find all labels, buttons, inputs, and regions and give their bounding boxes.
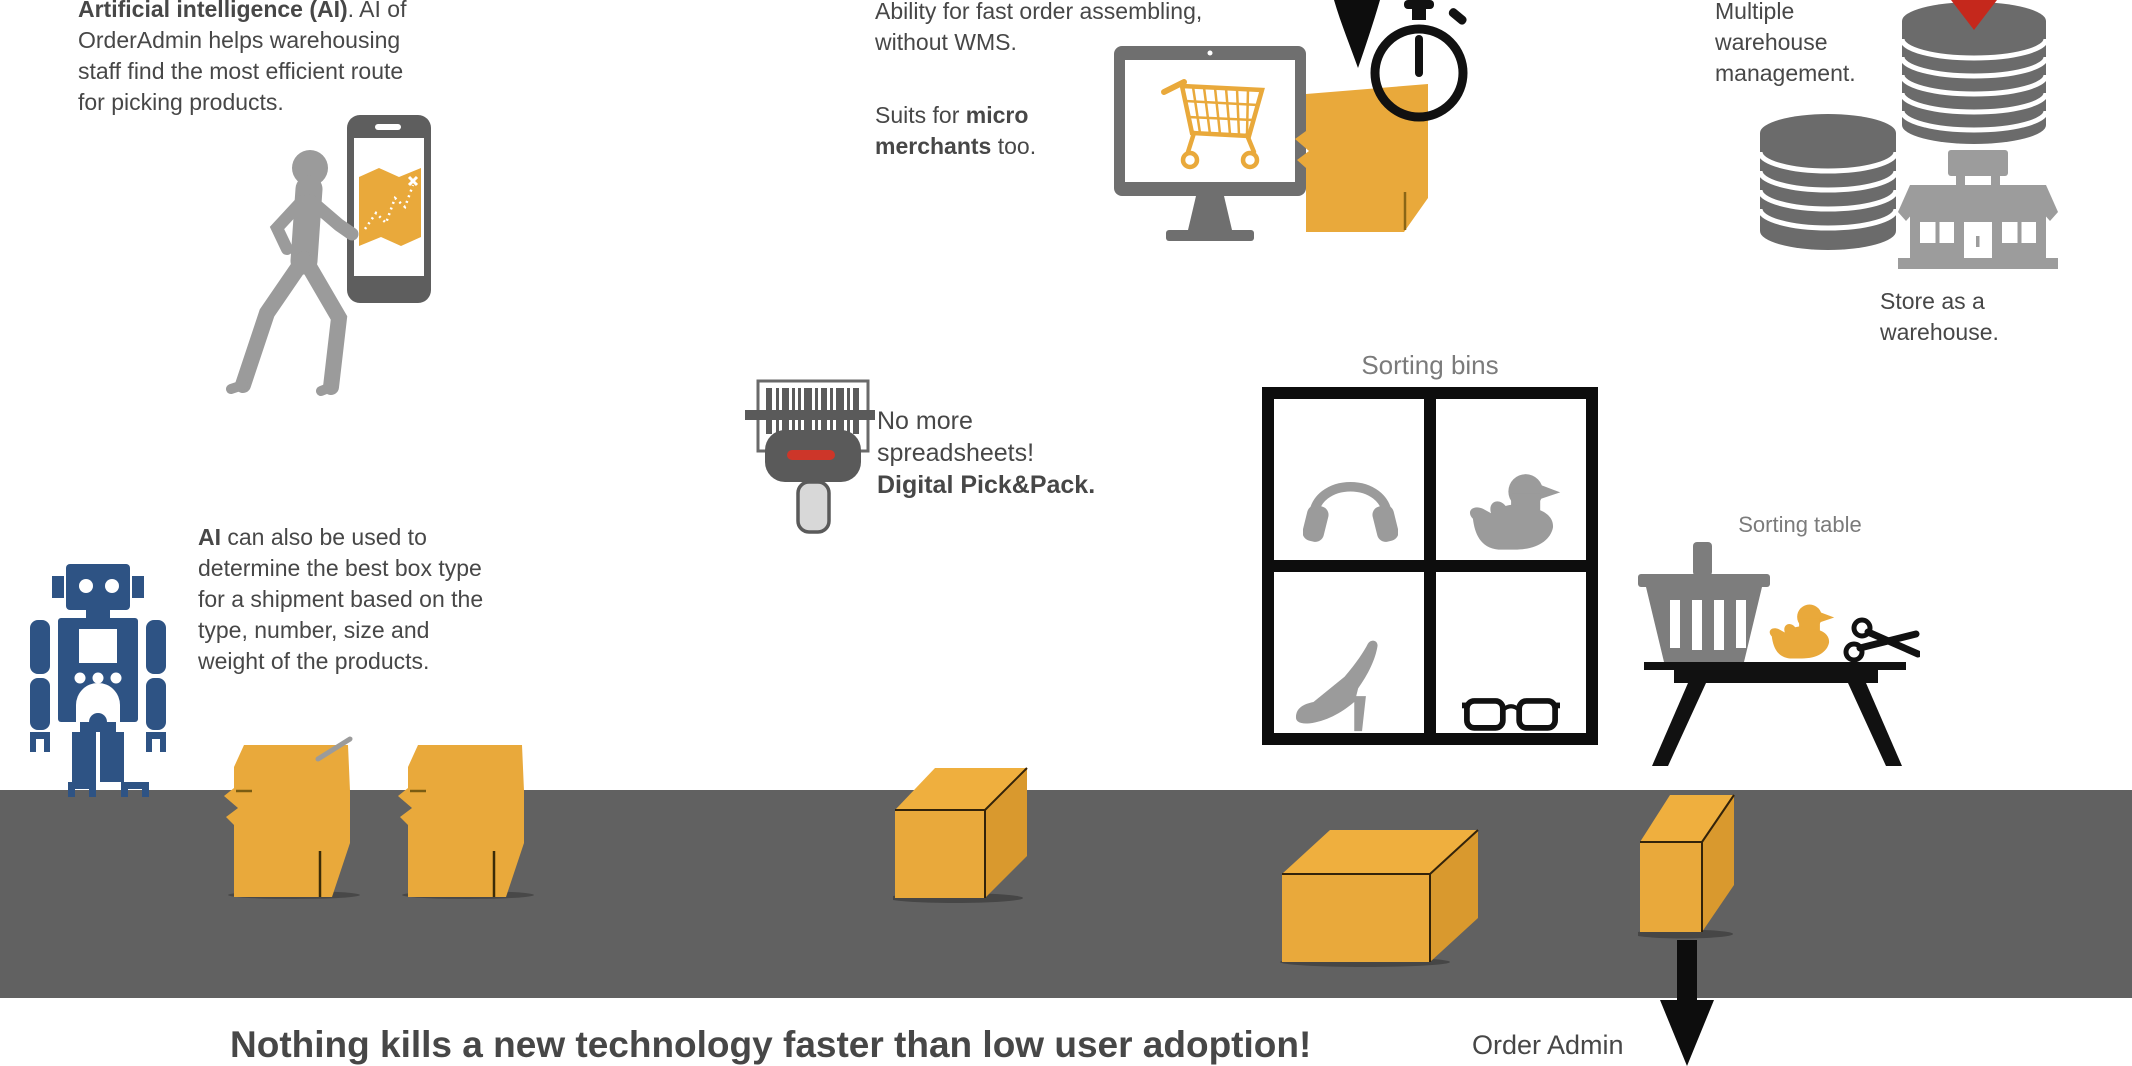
bin-cell-glasses	[1436, 572, 1586, 733]
package-bag-icon	[1295, 84, 1428, 232]
fast-order-text: Ability for fast order assembling, witho…	[875, 0, 1202, 58]
ai-packing-line3: for a shipment based on the	[198, 586, 484, 612]
table-icon	[1644, 662, 1906, 766]
walking-person-icon	[226, 150, 359, 396]
rubber-duck-orange-icon	[1769, 604, 1835, 659]
scissors-icon	[1843, 617, 1920, 663]
bin-cell-duck	[1436, 399, 1586, 560]
ai-packing-line5: weight of the products.	[198, 648, 430, 674]
store-icon	[1898, 150, 2058, 269]
robot-icon	[30, 564, 166, 797]
down-arrow-icon	[1334, 0, 1380, 68]
black-down-arrow-icon	[1660, 940, 1714, 1066]
barcode-scanner-icon	[745, 379, 875, 534]
cardboard-box-small-icon	[1638, 794, 1735, 939]
store-as-warehouse-text: Store as a warehouse.	[1880, 286, 1999, 348]
shopping-basket-icon	[1638, 542, 1770, 662]
open-box-icon	[224, 736, 360, 899]
ai-route-line2: OrderAdmin helps warehousing	[78, 27, 401, 53]
multi-warehouse-line1: Multiple	[1715, 0, 1795, 24]
ai-packing-line4: type, number, size and	[198, 617, 430, 643]
ai-packing-line2: determine the best box type	[198, 555, 482, 581]
cardboard-box-icon	[893, 767, 1028, 903]
sorting-table	[1638, 542, 1920, 766]
micro-merchants-line2: merchants too.	[875, 133, 1037, 159]
bin-cell-heel	[1274, 572, 1424, 733]
red-down-arrow-icon	[1951, 0, 1997, 30]
open-box-icon	[398, 745, 534, 899]
headphones-icon	[1303, 482, 1398, 542]
footer-headline: Nothing kills a new technology faster th…	[230, 1024, 1312, 1065]
smartphone-map-icon	[347, 115, 431, 303]
sorting-bins-label: Sorting bins	[1361, 350, 1499, 380]
barcode-icon	[745, 388, 875, 434]
shopping-cart-icon	[1161, 79, 1265, 170]
high-heel-shoe-icon	[1295, 640, 1378, 732]
ai-route-line1: Artificial intelligence (AI). AI of	[78, 0, 407, 22]
micro-merchants-line1: Suits for micro	[875, 102, 1029, 128]
ai-packing-line1: AI can also be used to	[198, 524, 427, 550]
pick-pack-line1: No more	[877, 407, 973, 435]
bin-cell-headphones	[1274, 399, 1424, 560]
rubber-duck-icon	[1469, 474, 1561, 550]
database-stack-short-icon	[1758, 114, 1898, 250]
micro-merchants-text: Suits for micro merchants too.	[875, 100, 1036, 162]
multi-warehouse-line3: management.	[1715, 60, 1856, 86]
glasses-icon	[1462, 698, 1560, 731]
store-text-line2: warehouse.	[1880, 319, 1999, 345]
cardboard-box-wide-icon	[1280, 829, 1479, 967]
ai-packing-text: AI can also be used to determine the bes…	[198, 522, 483, 677]
ai-route-line3: staff find the most efficient route	[78, 58, 404, 84]
stopwatch-icon	[1370, 0, 1468, 122]
fast-order-line1: Ability for fast order assembling,	[875, 0, 1203, 24]
pick-pack-line3: Digital Pick&Pack.	[877, 471, 1096, 499]
ai-route-line4: for picking products.	[78, 89, 284, 115]
multi-warehouse-text: Multiple warehouse management.	[1715, 0, 1856, 89]
database-stack-tall-icon	[1900, 0, 2048, 144]
multi-warehouse-line2: warehouse	[1715, 29, 1828, 55]
walking-person-with-phone	[226, 115, 431, 396]
pick-pack-line2: spreadsheets!	[877, 439, 1035, 467]
sorting-bins-grid	[1262, 387, 1598, 745]
conveyor-belt	[0, 790, 2132, 998]
brand-name: Order Admin	[1472, 1030, 1624, 1060]
sorting-table-label: Sorting table	[1738, 512, 1862, 537]
fast-order-line2: without WMS.	[875, 29, 1017, 55]
store-text-line1: Store as a	[1880, 288, 1985, 314]
ai-route-text: Artificial intelligence (AI). AI of Orde…	[78, 0, 406, 118]
pick-pack-text: No more spreadsheets! Digital Pick&Pack.	[877, 405, 1095, 501]
monitor-shopping-cart-icon	[1114, 46, 1306, 241]
